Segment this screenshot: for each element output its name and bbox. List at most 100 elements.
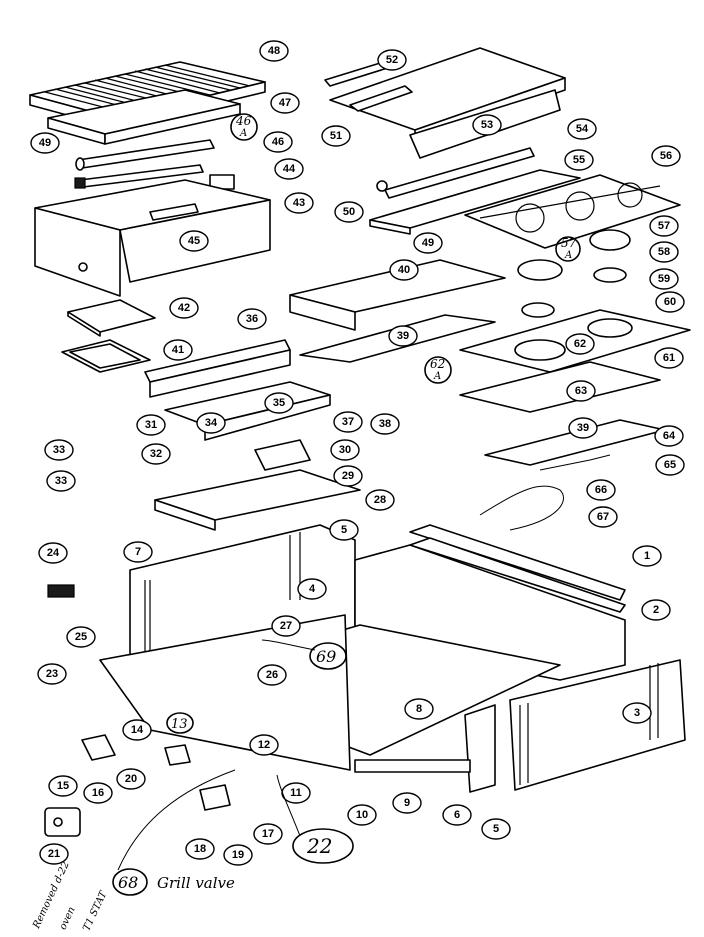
callout-number: 31 xyxy=(145,419,157,431)
note-removed-line2: oven xyxy=(58,905,78,931)
callout-ellipse xyxy=(329,519,359,541)
callout-number: 44 xyxy=(283,163,296,175)
callout-41: 41 xyxy=(163,339,193,361)
control-30 xyxy=(254,439,311,471)
callout-ellipse xyxy=(263,131,293,153)
callout-ellipse xyxy=(141,443,171,465)
callout-ellipse xyxy=(333,411,363,433)
callout-ellipse xyxy=(586,479,616,501)
callout-ellipse xyxy=(654,347,684,369)
callout-number: 39 xyxy=(397,330,409,342)
gas-tubes-66-67 xyxy=(479,454,611,531)
callout-ellipse xyxy=(389,259,419,281)
callout-number: 4 xyxy=(309,583,316,595)
callout-number: 36 xyxy=(246,313,258,325)
channel-36 xyxy=(144,339,291,398)
callout-ellipse xyxy=(270,92,300,114)
callout-62: 62 xyxy=(565,333,595,355)
callout-25: 25 xyxy=(66,626,96,648)
callout-ellipse xyxy=(271,615,301,637)
callout-49a: 49 xyxy=(30,132,60,154)
callout-ellipse xyxy=(284,192,314,214)
callout-number: 41 xyxy=(172,344,184,356)
callout-9: 9 xyxy=(392,792,422,814)
callout-ellipse xyxy=(481,818,511,840)
callout-number: 34 xyxy=(205,417,218,429)
callout-number: 18 xyxy=(194,843,206,855)
part-17 xyxy=(199,784,231,811)
callout-number: 5 xyxy=(341,524,347,536)
callout-number: 61 xyxy=(663,352,675,364)
callout-27: 27 xyxy=(271,615,301,637)
callout-number: 32 xyxy=(150,448,162,460)
callout-66: 66 xyxy=(586,479,616,501)
callout-ellipse xyxy=(169,297,199,319)
callout-number: 57 xyxy=(658,220,670,232)
callout-63: 63 xyxy=(566,380,596,402)
callout-number: 63 xyxy=(575,385,587,397)
callout-39b: 39 xyxy=(568,417,598,439)
griddle-top xyxy=(324,47,566,159)
callout-ellipse xyxy=(588,506,618,528)
callout-ellipse xyxy=(413,232,443,254)
callout-ellipse xyxy=(259,40,289,62)
frame-34-35 xyxy=(164,381,331,441)
burner-tube-46 xyxy=(75,139,215,171)
callout-ellipse xyxy=(365,489,395,511)
callout-number: 38 xyxy=(379,418,391,430)
part-21 xyxy=(44,807,81,837)
callout-57: 57 xyxy=(649,215,679,237)
callout-ellipse xyxy=(392,792,422,814)
callout-ellipse xyxy=(237,308,267,330)
callout-32: 32 xyxy=(141,443,171,465)
callout-ellipse xyxy=(48,775,78,797)
callout-ellipse xyxy=(568,417,598,439)
callout-number: 8 xyxy=(416,703,422,715)
part-14 xyxy=(164,744,191,766)
callout-ellipse xyxy=(404,698,434,720)
callout-40: 40 xyxy=(389,259,419,281)
callout-5a: 5 xyxy=(329,519,359,541)
callout-ellipse xyxy=(442,804,472,826)
callout-ellipse xyxy=(136,414,166,436)
callout-ellipse xyxy=(253,823,283,845)
callout-number: 42 xyxy=(178,302,190,314)
top-panel-40 xyxy=(289,259,506,331)
part-20-16 xyxy=(81,734,116,761)
callout-65: 65 xyxy=(655,454,685,476)
note-46a-number: 46 xyxy=(235,114,252,128)
callout-16: 16 xyxy=(83,782,113,804)
callout-number: 40 xyxy=(398,264,410,276)
callout-number: 52 xyxy=(386,54,398,66)
callout-ellipse xyxy=(257,664,287,686)
callout-6: 6 xyxy=(442,804,472,826)
callout-number: 35 xyxy=(273,397,285,409)
callout-number: 19 xyxy=(232,849,244,861)
callout-number: 46 xyxy=(272,136,284,148)
callout-ellipse xyxy=(264,392,294,414)
callout-number: 17 xyxy=(262,828,274,840)
callout-number: 56 xyxy=(660,150,672,162)
callout-36: 36 xyxy=(237,308,267,330)
callout-number: 60 xyxy=(664,296,676,308)
callout-1: 1 xyxy=(632,545,662,567)
callout-number: 62 xyxy=(574,338,586,350)
callout-number: 10 xyxy=(356,809,368,821)
griddle-shield-55 xyxy=(369,169,581,235)
callout-58: 58 xyxy=(649,241,679,263)
callout-20: 20 xyxy=(116,768,146,790)
callout-ellipse xyxy=(66,626,96,648)
callout-47: 47 xyxy=(270,92,300,114)
callout-number: 66 xyxy=(595,484,607,496)
callout-51: 51 xyxy=(321,125,351,147)
callout-number: 23 xyxy=(46,668,58,680)
callout-ellipse xyxy=(44,439,74,461)
callout-ellipse xyxy=(655,454,685,476)
callout-number: 67 xyxy=(597,511,609,523)
bottom-rail-9 xyxy=(354,759,471,773)
callout-number: 20 xyxy=(125,773,137,785)
callout-43: 43 xyxy=(284,192,314,214)
callout-3: 3 xyxy=(622,702,652,724)
callout-10: 10 xyxy=(347,804,377,826)
